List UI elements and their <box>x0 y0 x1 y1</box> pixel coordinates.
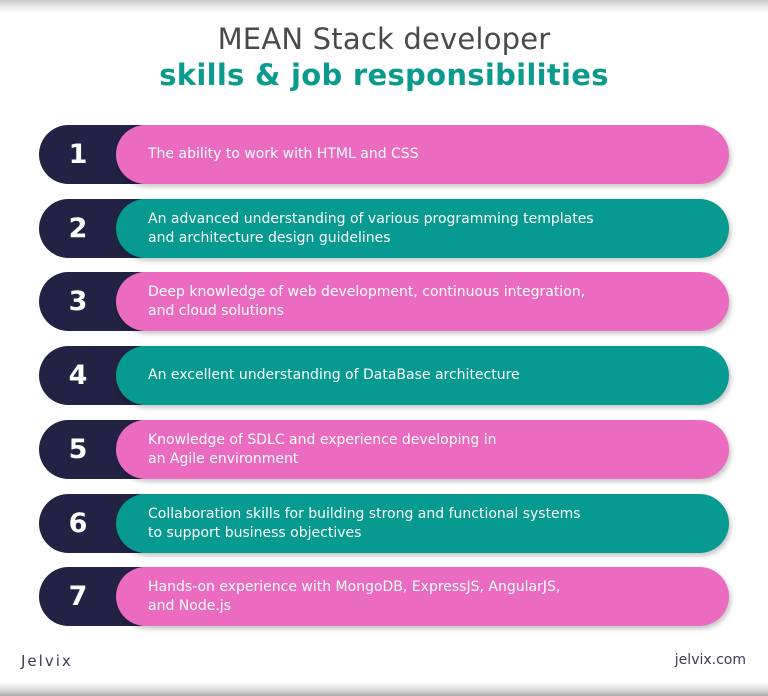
item-text: Knowledge of SDLC and experience develop… <box>148 431 497 467</box>
item-text-pill: Hands-on experience with MongoDB, Expres… <box>116 567 729 626</box>
list-item-7: 7 Hands-on experience with MongoDB, Expr… <box>39 567 729 626</box>
item-text-pill: An excellent understanding of DataBase a… <box>116 346 729 405</box>
list-item-6: 6 Collaboration skills for building stro… <box>39 494 729 553</box>
top-edge-shadow <box>0 0 768 14</box>
item-number: 5 <box>68 434 88 465</box>
brand-logo: Jelvix <box>21 652 73 670</box>
item-text: An advanced understanding of various pro… <box>148 210 594 246</box>
item-text-pill: Collaboration skills for building strong… <box>116 494 729 553</box>
item-text: An excellent understanding of DataBase a… <box>148 367 520 383</box>
item-text: The ability to work with HTML and CSS <box>148 146 419 162</box>
website-link[interactable]: jelvix.com <box>674 652 746 668</box>
item-text: Deep knowledge of web development, conti… <box>148 283 586 319</box>
item-number: 6 <box>68 508 88 539</box>
item-text-pill: The ability to work with HTML and CSS <box>116 125 729 184</box>
item-number: 4 <box>68 360 88 391</box>
list-item-5: 5 Knowledge of SDLC and experience devel… <box>39 420 729 479</box>
item-text-pill: Knowledge of SDLC and experience develop… <box>116 420 729 479</box>
item-number: 2 <box>68 213 88 244</box>
item-text: Hands-on experience with MongoDB, Expres… <box>148 578 561 614</box>
bottom-edge-shadow <box>0 682 768 696</box>
item-text-pill: Deep knowledge of web development, conti… <box>116 272 729 331</box>
list-item-3: 3 Deep knowledge of web development, con… <box>39 272 729 331</box>
list-item-2: 2 An advanced understanding of various p… <box>39 199 729 258</box>
item-text: Collaboration skills for building strong… <box>148 505 581 541</box>
item-text-pill: An advanced understanding of various pro… <box>116 199 729 258</box>
item-number: 1 <box>68 139 88 170</box>
page-title-line2: skills & job responsibilities <box>159 58 609 92</box>
list-item-4: 4 An excellent understanding of DataBase… <box>39 346 729 405</box>
item-number: 7 <box>68 581 88 612</box>
page-title-line1: MEAN Stack developer <box>217 22 551 56</box>
list-item-1: 1 The ability to work with HTML and CSS <box>39 125 729 184</box>
item-number: 3 <box>68 286 88 317</box>
